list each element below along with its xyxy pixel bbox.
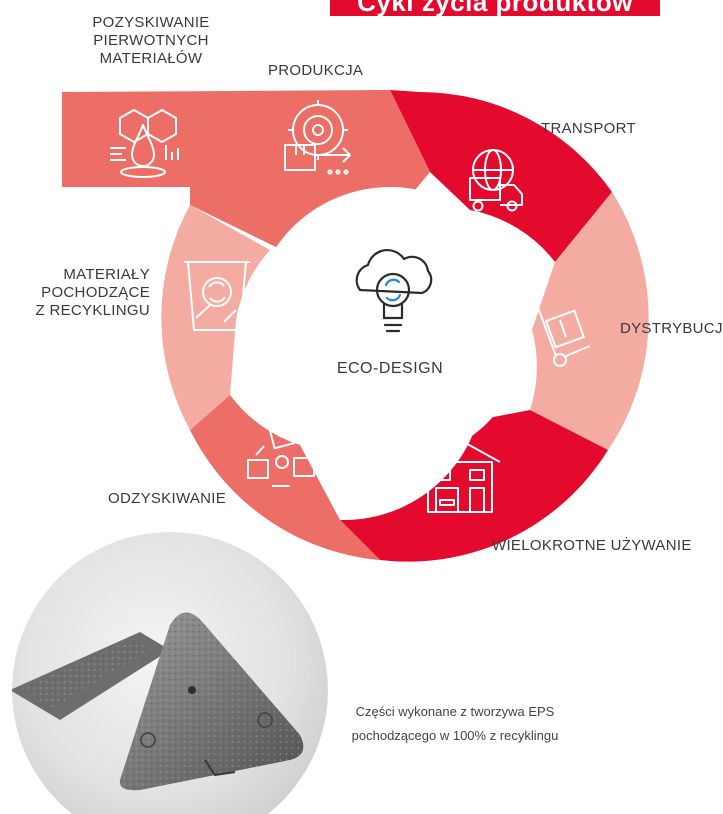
segment-distribution xyxy=(530,192,649,450)
stage-label-production: PRODUKCJA xyxy=(268,62,364,79)
segment-reuse xyxy=(340,410,608,562)
recycle-bin-icon xyxy=(184,261,250,331)
stage-label-recovery: ODZYSKIWANIE xyxy=(108,490,227,507)
recycle-boxes-icon xyxy=(247,424,315,487)
center-label: ECO-DESIGN xyxy=(337,360,443,377)
lightbulb-cloud-recycle-icon xyxy=(355,249,433,333)
photo-caption: Części wykonane z tworzywa EPS pochodząc… xyxy=(351,704,559,743)
hand-truck-box-icon xyxy=(528,301,591,367)
segment-recovery xyxy=(190,395,380,560)
stage-label-raw-materials: POZYSKIWANIE PIERWOTNYCH MATERIAŁÓW xyxy=(92,14,210,67)
stage-label-reuse: WIELOKROTNE UŻYWANIE xyxy=(492,537,692,554)
stage-label-recycled-materials: MATERIAŁY POCHODZĄCE Z RECYKLINGU xyxy=(35,266,150,319)
globe-truck-icon xyxy=(469,149,523,212)
gear-factory-icon xyxy=(284,100,351,175)
chemistry-droplet-icon xyxy=(110,109,179,178)
page-title: Cykl życia produktów xyxy=(330,0,660,16)
house-car-icon xyxy=(419,439,501,513)
eps-foam-part-photo xyxy=(12,532,328,814)
stage-label-distribution: DYSTRYBUCJA xyxy=(620,320,723,337)
stage-label-transport: TRANSPORT xyxy=(541,120,636,137)
